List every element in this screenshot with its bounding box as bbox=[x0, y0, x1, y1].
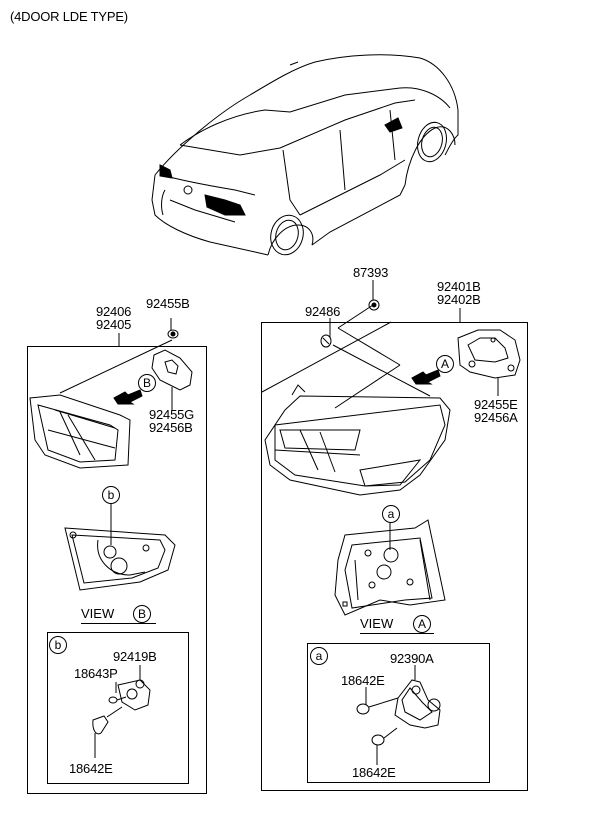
detail-a-marker: a bbox=[310, 647, 328, 665]
part-92419b-label[interactable]: 92419B bbox=[113, 649, 157, 664]
part-92455e-label[interactable]: 92455E bbox=[474, 397, 518, 412]
view-a-caption: VIEW A bbox=[360, 615, 434, 634]
arrow-view-a-icon bbox=[411, 369, 441, 385]
left-group-frame bbox=[27, 346, 207, 794]
inner-lamp-back-view bbox=[64, 527, 176, 591]
detail-b-illustration bbox=[92, 665, 151, 758]
inner-lamp-illustration bbox=[29, 394, 131, 469]
gasket-92455e-icon bbox=[457, 329, 521, 379]
view-a-caption-marker: A bbox=[413, 615, 431, 633]
detail-a-marker-top: a bbox=[382, 505, 400, 523]
outer-lamp-back-view bbox=[334, 519, 446, 616]
part-92455g-label[interactable]: 92455G bbox=[149, 407, 195, 422]
part-92486-label[interactable]: 92486 bbox=[305, 304, 341, 319]
part-92455b-label[interactable]: 92455B bbox=[146, 296, 190, 311]
part-92401b-label[interactable]: 92401B bbox=[437, 279, 481, 294]
part-18643p-label[interactable]: 18643P bbox=[74, 666, 118, 681]
detail-b-frame bbox=[47, 632, 189, 784]
view-b-caption-marker: B bbox=[133, 605, 151, 623]
gasket-inner bbox=[164, 359, 179, 375]
clip-92486-icon bbox=[320, 334, 332, 348]
arrow-view-b-icon bbox=[113, 389, 143, 405]
part-87393-label[interactable]: 87393 bbox=[353, 265, 389, 280]
detail-b-marker-top: b bbox=[102, 486, 120, 504]
part-92406-label[interactable]: 92406 bbox=[96, 304, 132, 319]
car-illustration bbox=[151, 54, 459, 256]
view-b-marker: B bbox=[138, 374, 156, 392]
view-b-text: VIEW bbox=[81, 606, 115, 621]
detail-a-frame bbox=[307, 643, 490, 783]
detail-b-marker: b bbox=[49, 636, 67, 654]
part-18642e-left-label[interactable]: 18642E bbox=[69, 761, 113, 776]
part-92456b-label[interactable]: 92456B bbox=[149, 420, 193, 435]
part-92405-label[interactable]: 92405 bbox=[96, 317, 132, 332]
right-group-frame bbox=[261, 322, 528, 791]
part-92402b-label[interactable]: 92402B bbox=[437, 292, 481, 307]
nut-92455b-icon bbox=[167, 329, 179, 339]
nut-87393-icon bbox=[368, 299, 380, 311]
view-a-marker: A bbox=[436, 355, 454, 373]
outer-lamp-illustration bbox=[264, 384, 451, 496]
part-92390a-label[interactable]: 92390A bbox=[390, 651, 434, 666]
part-92456a-label[interactable]: 92456A bbox=[474, 410, 518, 425]
part-18642e-upper-label[interactable]: 18642E bbox=[341, 673, 385, 688]
view-b-caption: VIEW B bbox=[81, 605, 156, 624]
detail-a-illustration bbox=[356, 665, 441, 765]
part-18642e-lower-label[interactable]: 18642E bbox=[352, 765, 396, 780]
gasket-92455g-icon bbox=[151, 349, 193, 391]
view-a-text: VIEW bbox=[360, 616, 394, 631]
diagram-title: (4DOOR LDE TYPE) bbox=[10, 9, 128, 24]
